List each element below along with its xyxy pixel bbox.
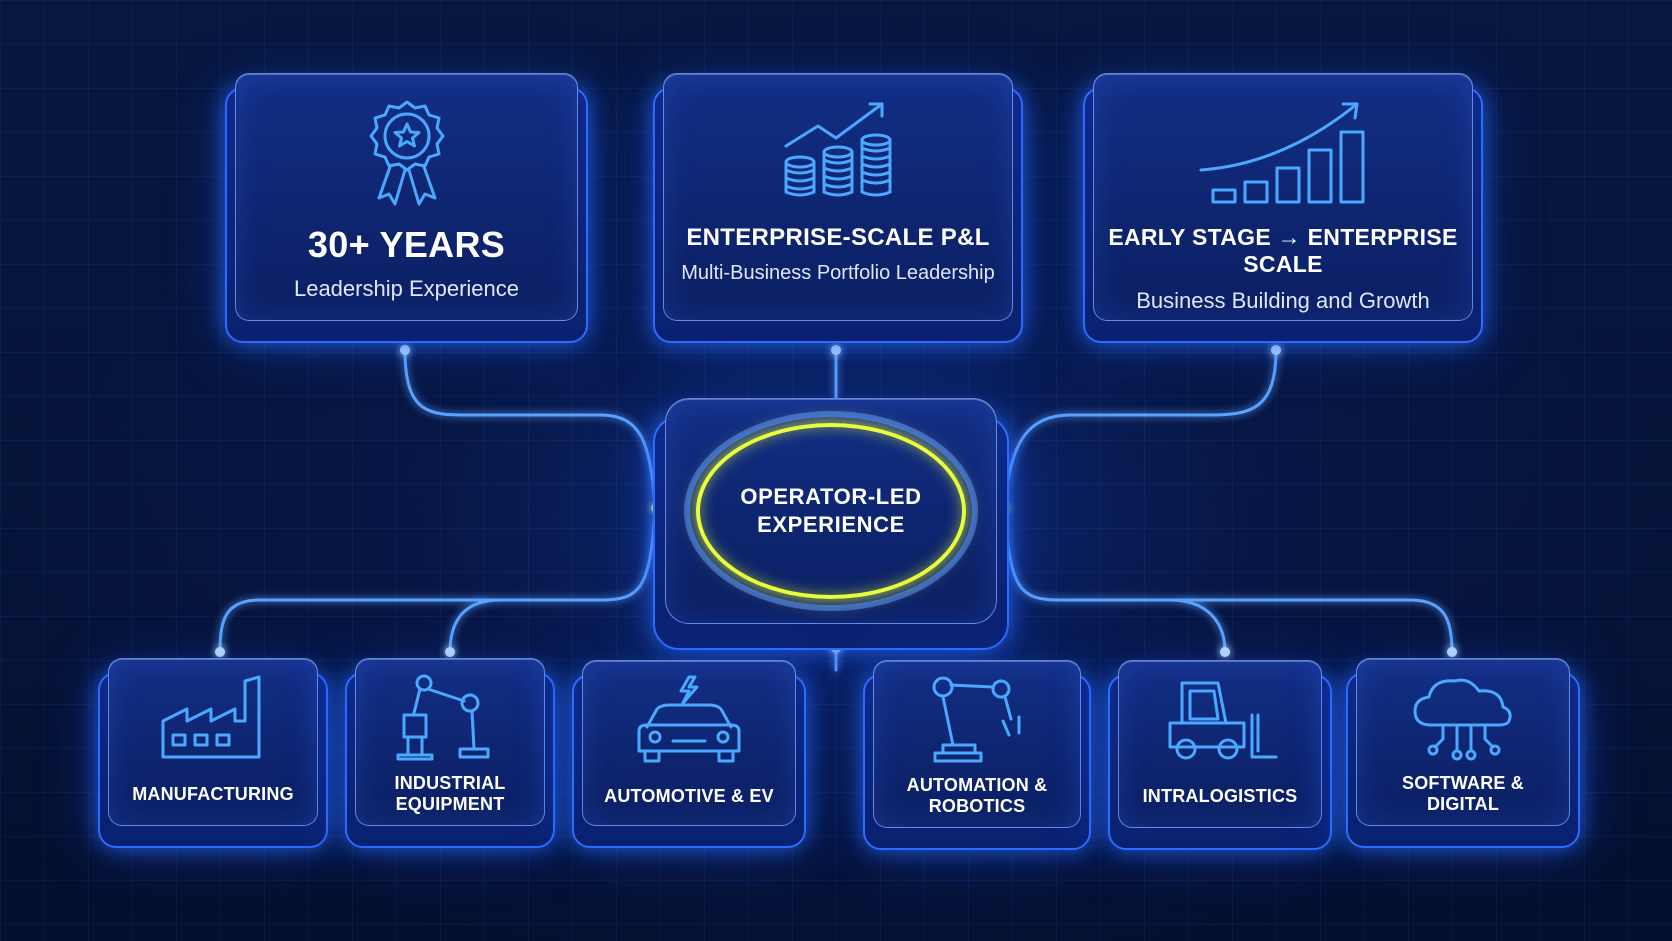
card-face: INDUSTRIAL EQUIPMENT <box>355 658 545 826</box>
card-face: AUTOMATION & ROBOTICS <box>873 660 1081 828</box>
card-industrial-equipment: INDUSTRIAL EQUIPMENT <box>345 658 555 848</box>
forklift-icon <box>1160 675 1280 765</box>
card-face: OPERATOR-LED EXPERIENCE <box>665 398 997 624</box>
card-label: AUTOMATION & ROBOTICS <box>907 775 1048 817</box>
card-face: MANUFACTURING <box>108 658 318 826</box>
highlight-ring: OPERATOR-LED EXPERIENCE <box>684 411 978 611</box>
connector-dot <box>1271 345 1281 355</box>
card-automotive-ev: AUTOMOTIVE & EV <box>572 660 806 848</box>
award-ribbon-icon <box>347 98 467 208</box>
connector-industrial <box>448 598 502 654</box>
card-label-line1: MANUFACTURING <box>132 783 294 804</box>
card-subtitle: Leadership Experience <box>293 276 520 301</box>
card-subtitle: Business Building and Growth <box>1136 288 1430 313</box>
card-title: ENTERPRISE-SCALE P&L <box>686 224 990 251</box>
card-label-line1: INDUSTRIAL <box>394 773 506 793</box>
card-years: 30+ YEARS Leadership Experience <box>225 73 588 343</box>
center-hub: OPERATOR-LED EXPERIENCE <box>653 398 1009 650</box>
card-face: AUTOMOTIVE & EV <box>582 660 796 826</box>
connector-dot <box>1447 647 1457 657</box>
card-face: INTRALOGISTICS <box>1118 660 1322 828</box>
card-face: EARLY STAGE → ENTERPRISE SCALE Business … <box>1093 73 1473 321</box>
electric-car-icon <box>629 675 749 765</box>
card-intralogistics: INTRALOGISTICS <box>1108 660 1332 850</box>
connector-intralogistics <box>1168 598 1227 654</box>
connector-manufacturing <box>218 508 657 654</box>
connector-dot <box>831 345 841 355</box>
card-label-line2: DIGITAL <box>1426 794 1500 814</box>
card-software-digital: SOFTWARE & DIGITAL <box>1346 658 1580 848</box>
card-stage: EARLY STAGE → ENTERPRISE SCALE Business … <box>1083 73 1483 343</box>
card-label-line1: SOFTWARE & <box>1402 773 1524 793</box>
card-automation-robotics: AUTOMATION & ROBOTICS <box>863 660 1091 850</box>
robot-arm-icon <box>917 675 1037 765</box>
center-title-line1: OPERATOR-LED <box>740 484 922 509</box>
card-label: INTRALOGISTICS <box>1143 775 1298 817</box>
connector-dot <box>215 647 225 657</box>
robotic-arm-icon <box>390 673 510 763</box>
card-label: AUTOMOTIVE & EV <box>604 775 774 817</box>
card-label: INDUSTRIAL EQUIPMENT <box>395 773 506 815</box>
card-face: ENTERPRISE-SCALE P&L Multi-Business Port… <box>663 73 1013 321</box>
coins-growth-chart-icon <box>778 98 898 208</box>
card-manufacturing: MANUFACTURING <box>98 658 328 848</box>
connector-dot <box>445 647 455 657</box>
card-pnl: ENTERPRISE-SCALE P&L Multi-Business Port… <box>653 73 1023 343</box>
card-face: SOFTWARE & DIGITAL <box>1356 658 1570 826</box>
card-label: MANUFACTURING <box>132 773 294 815</box>
connector-years <box>403 348 657 507</box>
cloud-network-icon <box>1403 673 1523 763</box>
connector-dot <box>1220 647 1230 657</box>
connector-stage <box>1003 348 1278 507</box>
card-face: 30+ YEARS Leadership Experience <box>235 73 578 321</box>
card-title: 30+ YEARS <box>307 224 506 265</box>
card-label-line1: AUTOMOTIVE & EV <box>604 785 774 806</box>
center-title-line2: EXPERIENCE <box>757 512 905 537</box>
card-label-line2: ROBOTICS <box>928 796 1026 816</box>
card-label-line2: EQUIPMENT <box>395 794 505 814</box>
card-label-line1: AUTOMATION & <box>906 775 1048 795</box>
card-label: SOFTWARE & DIGITAL <box>1402 773 1524 815</box>
connector-software <box>1003 508 1454 654</box>
card-title: EARLY STAGE → ENTERPRISE SCALE <box>1108 224 1458 277</box>
bar-growth-chart-icon <box>1193 98 1373 208</box>
connector-dot <box>400 345 410 355</box>
card-subtitle: Multi-Business Portfolio Leadership <box>681 262 995 284</box>
card-label-line1: INTRALOGISTICS <box>1142 785 1298 806</box>
factory-icon <box>153 673 273 763</box>
